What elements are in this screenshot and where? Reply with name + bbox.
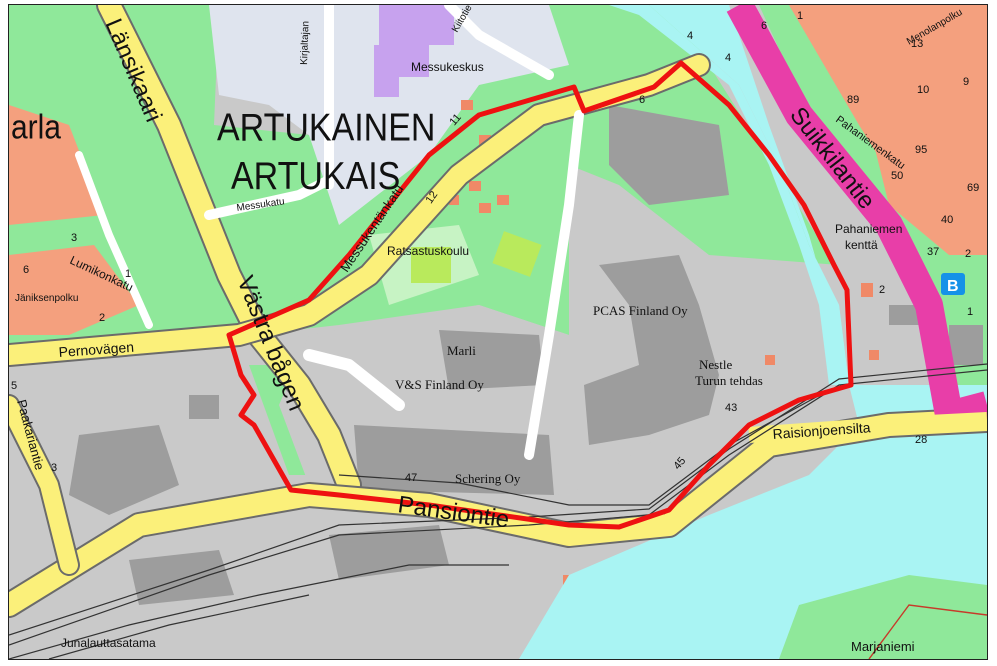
svg-text:4: 4 bbox=[687, 30, 693, 42]
svg-text:95: 95 bbox=[915, 144, 927, 156]
neighbor-district-name: arla bbox=[11, 107, 61, 145]
svg-text:6: 6 bbox=[761, 20, 767, 32]
svg-text:4: 4 bbox=[725, 52, 731, 64]
svg-text:2: 2 bbox=[99, 312, 105, 324]
bus-stop-marker[interactable]: B bbox=[941, 273, 965, 295]
map-canvas[interactable]: ARTUKAINEN ARTUKAIS arla Länsikaari Väst… bbox=[9, 5, 987, 659]
exhibition-centre-building bbox=[374, 5, 454, 97]
svg-text:1: 1 bbox=[967, 306, 973, 318]
shore-south bbox=[779, 575, 987, 659]
district-name-finnish: ARTUKAINEN bbox=[217, 105, 435, 149]
district-name-swedish: ARTUKAIS bbox=[231, 154, 400, 198]
place-pcas: PCAS Finland Oy bbox=[593, 303, 688, 318]
bus-stop-icon bbox=[941, 273, 965, 295]
road-pernovagen bbox=[9, 55, 709, 365]
svg-text:10: 10 bbox=[917, 84, 929, 96]
industrial-area bbox=[279, 165, 849, 495]
exhibition-centre-grounds bbox=[209, 5, 569, 225]
svg-text:6: 6 bbox=[639, 94, 645, 106]
svg-text:28: 28 bbox=[915, 434, 927, 446]
svg-text:89: 89 bbox=[847, 94, 859, 106]
road-suikkilantie bbox=[726, 5, 987, 429]
svg-text:69: 69 bbox=[967, 182, 979, 194]
svg-text:3: 3 bbox=[71, 232, 77, 244]
riding-paddock-2 bbox=[411, 247, 451, 283]
svg-text:47: 47 bbox=[405, 472, 417, 484]
svg-text:2: 2 bbox=[879, 284, 885, 296]
place-messukeskus: Messukeskus bbox=[411, 60, 484, 74]
industrial-buildings bbox=[69, 105, 983, 605]
place-marjaniemi: Marjaniemi bbox=[851, 639, 915, 654]
svg-text:12: 12 bbox=[423, 189, 440, 206]
place-vs-finland: V&S Finland Oy bbox=[395, 377, 484, 392]
svg-text:40: 40 bbox=[941, 214, 953, 226]
river-raisionjoki bbox=[519, 5, 987, 659]
railway-lines bbox=[9, 363, 987, 659]
street-raisionjoensilta: Raisionjoensilta bbox=[772, 419, 871, 442]
place-junalauttasatama: Junalauttasatama bbox=[61, 636, 156, 650]
svg-text:5: 5 bbox=[11, 380, 17, 392]
place-pahaniemen: Pahaniemen bbox=[835, 222, 902, 236]
svg-text:1: 1 bbox=[797, 10, 803, 22]
street-kirjaltajan: Kirjaltajan bbox=[299, 21, 312, 65]
bus-stop-label: B bbox=[947, 278, 959, 295]
svg-text:13: 13 bbox=[911, 38, 923, 50]
svg-text:37: 37 bbox=[927, 246, 939, 258]
house-numbers: 4 4 6 6 11 12 3 6 1 2 5 3 47 45 43 28 2 … bbox=[11, 10, 979, 484]
street-janiksenpolku: Jäniksenpolku bbox=[15, 293, 78, 304]
residential-block-lumikonkatu bbox=[9, 245, 139, 335]
road-raisionjoensilta bbox=[748, 412, 987, 443]
svg-text:9: 9 bbox=[963, 76, 969, 88]
place-nestle-factory: Turun tehdas bbox=[695, 373, 763, 388]
street-pernovagen: Pernovägen bbox=[58, 339, 134, 360]
svg-text:6: 6 bbox=[23, 264, 29, 276]
svg-text:1: 1 bbox=[125, 268, 131, 280]
map-frame[interactable]: ARTUKAINEN ARTUKAIS arla Länsikaari Väst… bbox=[8, 4, 988, 660]
riding-paddock bbox=[492, 231, 542, 277]
place-ratsastuskoulu: Ratsastuskoulu bbox=[387, 244, 469, 258]
residential-block-arla bbox=[9, 105, 104, 225]
district-boundary-south bbox=[868, 604, 987, 659]
place-nestle: Nestle bbox=[699, 357, 732, 372]
svg-text:50: 50 bbox=[891, 170, 903, 182]
svg-text:43: 43 bbox=[725, 402, 737, 414]
place-kentta: kenttä bbox=[845, 238, 878, 252]
place-schering: Schering Oy bbox=[455, 471, 521, 486]
svg-text:3: 3 bbox=[51, 462, 57, 474]
place-marli: Marli bbox=[447, 343, 476, 358]
svg-text:2: 2 bbox=[965, 248, 971, 260]
highlighted-area-boundary bbox=[226, 60, 854, 530]
residential-block-pahaniemi bbox=[869, 125, 987, 255]
river-narrow bbox=[609, 5, 849, 385]
